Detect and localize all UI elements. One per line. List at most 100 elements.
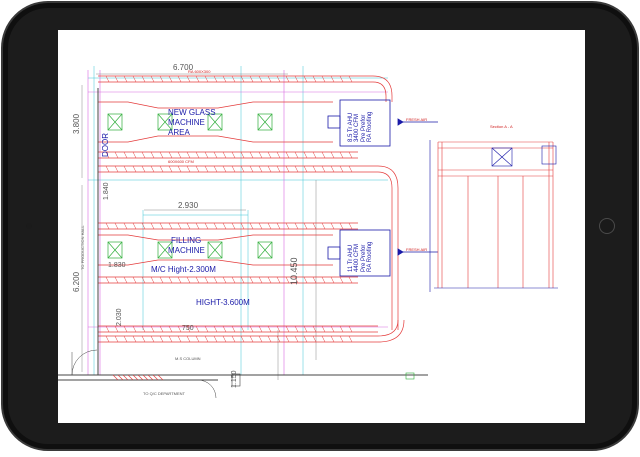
duct-tick bbox=[267, 276, 272, 284]
dim-left-bottom: 2.030 bbox=[116, 308, 123, 326]
duct-tick bbox=[240, 75, 245, 83]
home-button[interactable] bbox=[599, 218, 615, 234]
duct-tick bbox=[105, 276, 110, 284]
duct-tick bbox=[186, 165, 191, 173]
diffuser bbox=[207, 241, 223, 259]
ahu1-text: 8.5 Tr AHU 3400 CFM Pre Prefor RA Roofin… bbox=[348, 111, 373, 142]
duct-tick bbox=[195, 325, 200, 333]
to-production-label: TO PRODUCTION HALL bbox=[80, 225, 85, 270]
duct-tick bbox=[285, 151, 290, 159]
duct-tick bbox=[168, 222, 173, 230]
duct-tick bbox=[159, 222, 164, 230]
duct-tick bbox=[249, 222, 254, 230]
duct-tick bbox=[177, 335, 182, 343]
duct-tick bbox=[177, 325, 182, 333]
duct-tick bbox=[330, 335, 335, 343]
duct-tick bbox=[348, 325, 353, 333]
duct-tick bbox=[213, 75, 218, 83]
dim-inner-width: 2.930 bbox=[178, 201, 199, 210]
duct-tick bbox=[168, 325, 173, 333]
diffuser bbox=[257, 241, 273, 259]
duct-tick bbox=[330, 165, 335, 173]
duct-tick bbox=[294, 165, 299, 173]
duct-tick bbox=[213, 276, 218, 284]
duct-tick bbox=[294, 335, 299, 343]
duct-tick bbox=[186, 276, 191, 284]
duct-tick bbox=[150, 222, 155, 230]
section-view bbox=[437, 141, 554, 288]
duct-tick bbox=[186, 151, 191, 159]
duct-tick bbox=[258, 335, 263, 343]
diffuser bbox=[157, 113, 173, 131]
cad-floor-plan bbox=[58, 66, 558, 399]
duct-tick bbox=[231, 151, 236, 159]
duct-tick bbox=[132, 276, 137, 284]
duct-tick bbox=[132, 151, 137, 159]
duct-tick bbox=[339, 335, 344, 343]
duct-tick bbox=[105, 75, 110, 83]
duct-tick bbox=[294, 151, 299, 159]
duct-tick bbox=[258, 151, 263, 159]
duct-tick bbox=[123, 222, 128, 230]
duct-tick bbox=[204, 75, 209, 83]
duct-tick bbox=[204, 335, 209, 343]
duct-tick bbox=[231, 325, 236, 333]
duct-tick bbox=[168, 75, 173, 83]
duct-tick bbox=[249, 165, 254, 173]
duct-tick bbox=[150, 165, 155, 173]
duct-tick bbox=[258, 276, 263, 284]
ahu2-text: 11 Tr AHU 4400 CFM Pre Prefor RA Roofing bbox=[348, 241, 373, 272]
duct-tick bbox=[303, 75, 308, 83]
mc-height-label: M/C Hight-2.300M bbox=[151, 265, 216, 274]
duct-tick bbox=[159, 75, 164, 83]
duct-tick bbox=[267, 75, 272, 83]
duct-tick bbox=[267, 165, 272, 173]
duct-tick bbox=[222, 222, 227, 230]
duct-tick bbox=[132, 75, 137, 83]
duct-tick bbox=[150, 151, 155, 159]
duct-tick bbox=[321, 325, 326, 333]
duct-tick bbox=[294, 276, 299, 284]
duct-tick bbox=[312, 276, 317, 284]
screen: 6.700 3.800 NEW GLASS MACHINE AREA DOOR … bbox=[58, 30, 585, 423]
front-camera-icon bbox=[26, 223, 32, 229]
duct-tick bbox=[267, 335, 272, 343]
duct-tick bbox=[348, 165, 353, 173]
dim-left-mid-2: 1.830 bbox=[108, 262, 126, 269]
duct-tick bbox=[195, 75, 200, 83]
duct-tick bbox=[321, 151, 326, 159]
duct-tick bbox=[267, 222, 272, 230]
duct-tick bbox=[168, 276, 173, 284]
duct-tick bbox=[150, 325, 155, 333]
duct-tick bbox=[123, 151, 128, 159]
duct-tick bbox=[240, 335, 245, 343]
duct-tick bbox=[231, 222, 236, 230]
duct-tick bbox=[348, 151, 353, 159]
duct-tick bbox=[303, 165, 308, 173]
dim-right-total: 10.450 bbox=[289, 257, 299, 285]
duct-tick bbox=[285, 276, 290, 284]
duct-tick bbox=[321, 276, 326, 284]
diffuser-cross bbox=[157, 241, 173, 259]
duct-tick bbox=[348, 75, 353, 83]
duct-tick bbox=[132, 165, 137, 173]
dim-left-top: 3.800 bbox=[72, 113, 81, 134]
duct-tick bbox=[267, 325, 272, 333]
duct-tick bbox=[168, 151, 173, 159]
duct-tick bbox=[258, 165, 263, 173]
duct-tick bbox=[294, 325, 299, 333]
duct-tick bbox=[204, 165, 209, 173]
duct-tick bbox=[195, 276, 200, 284]
duct-size-tag: 600X600 CFM bbox=[168, 159, 194, 164]
area1-label-line1: NEW GLASS bbox=[168, 108, 216, 117]
duct-tick bbox=[105, 151, 110, 159]
duct-tick bbox=[195, 222, 200, 230]
duct-tick bbox=[186, 222, 191, 230]
duct-tick bbox=[249, 335, 254, 343]
duct-tick bbox=[141, 276, 146, 284]
duct-tick bbox=[303, 335, 308, 343]
duct-tick bbox=[285, 165, 290, 173]
diffuser-cross bbox=[207, 113, 223, 131]
duct-tick bbox=[204, 276, 209, 284]
duct-tick bbox=[312, 222, 317, 230]
